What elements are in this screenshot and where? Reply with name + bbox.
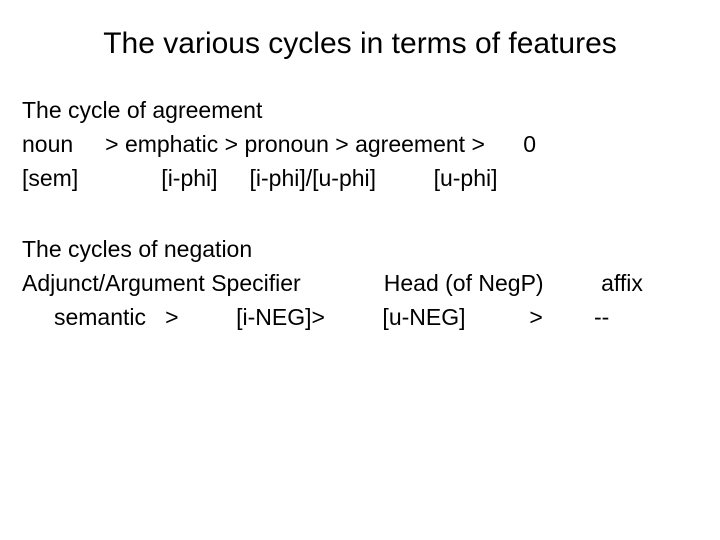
agreement-cycle-block: The cycle of agreement noun > emphatic >… — [22, 93, 720, 195]
agreement-cycle-heading: The cycle of agreement — [22, 97, 263, 123]
negation-cycle-stages-line: Adjunct/Argument Specifier Head (of NegP… — [22, 270, 643, 296]
negation-cycle-heading: The cycles of negation — [22, 236, 253, 262]
negation-cycle-block: The cycles of negation Adjunct/Argument … — [22, 232, 720, 334]
agreement-cycle-features-line: [sem] [i-phi] [i-phi]/[u-phi] [u-phi] — [22, 165, 498, 191]
slide-body: The cycle of agreement noun > emphatic >… — [22, 93, 720, 334]
block-spacer — [22, 195, 720, 232]
agreement-cycle-stages-line: noun > emphatic > pronoun > agreement > … — [22, 131, 537, 157]
slide-title: The various cycles in terms of features — [103, 27, 617, 60]
negation-cycle-features-line: semantic > [i-NEG]> [u-NEG] > -- — [22, 304, 610, 330]
